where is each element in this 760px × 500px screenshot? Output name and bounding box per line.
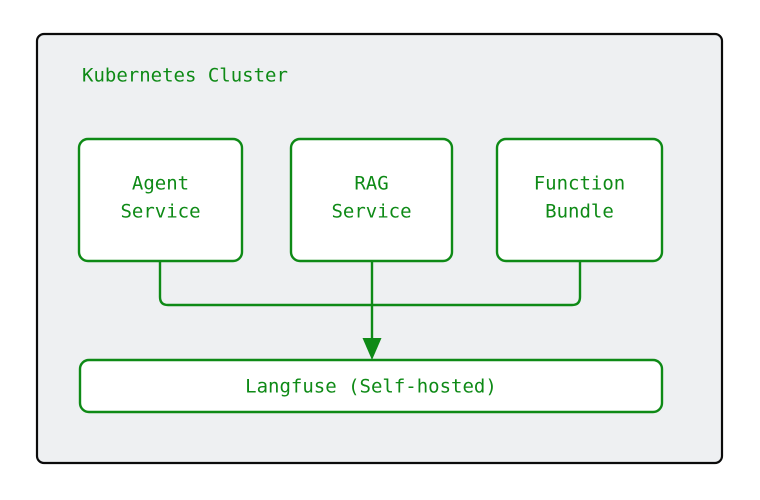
node-rag-service[interactable]: RAG Service [289, 137, 454, 263]
node-rag-service-label-line2: Service [331, 201, 411, 223]
node-function-bundle[interactable]: Function Bundle [495, 137, 664, 263]
node-agent-service-label-line2: Service [120, 201, 200, 223]
node-langfuse[interactable]: Langfuse (Self-hosted) [78, 358, 664, 414]
node-function-bundle-label-line2: Bundle [545, 201, 614, 223]
node-function-bundle-shell [495, 137, 664, 263]
node-agent-service-shell [77, 137, 244, 263]
cluster-title: Kubernetes Cluster [82, 65, 288, 87]
node-rag-service-shell [289, 137, 454, 263]
node-function-bundle-label-line1: Function [534, 173, 626, 195]
node-langfuse-shell [78, 358, 664, 414]
edge-agent-service-to-langfuse [158, 261, 372, 307]
node-rag-service-label-line1: RAG [354, 173, 388, 195]
edge-arrowhead-icon [362, 338, 382, 360]
node-langfuse-label: Langfuse (Self-hosted) [245, 376, 497, 398]
edge-function-bundle-to-langfuse [372, 261, 582, 307]
node-agent-service-label-line1: Agent [132, 173, 189, 195]
node-agent-service[interactable]: Agent Service [77, 137, 244, 263]
